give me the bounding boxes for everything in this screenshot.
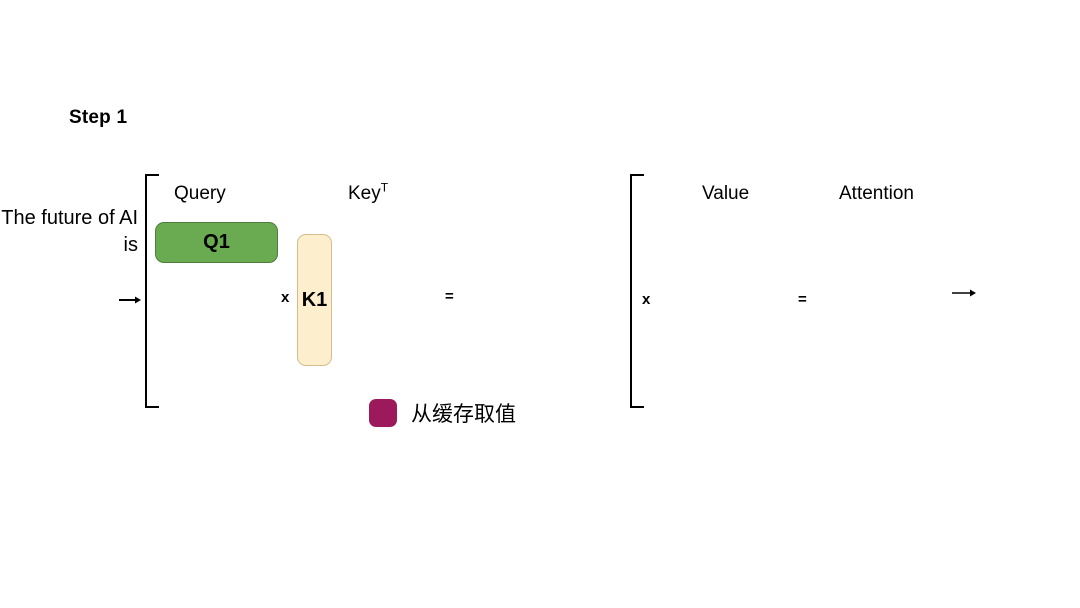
operator-multiply-value: x [642,291,651,308]
matrix-block-q1: Q1 [155,222,278,263]
right-matrix-bracket [630,174,644,408]
prompt-text: The future of AI is [1,207,138,256]
arrow-right-icon [118,290,142,310]
page-title: Step 1 [69,107,128,128]
matrix-block-k1: K1 [297,234,332,366]
operator-multiply-qk: x [281,289,290,306]
left-matrix-bracket [145,174,159,408]
transpose-superscript: T [380,180,389,195]
column-label-value: Value [702,183,750,204]
legend-color-swatch [369,399,397,427]
operator-equals-scores: = [445,288,454,305]
column-label-attention: Attention [839,183,914,204]
operator-equals-attention: = [798,291,807,308]
legend-label: 从缓存取值 [411,403,516,426]
column-label-key-text: Key [348,183,381,204]
legend: 从缓存取值 [369,398,516,428]
arrow-right-icon [951,283,977,303]
column-label-query: Query [174,183,226,204]
column-label-key: KeyT [348,180,389,205]
